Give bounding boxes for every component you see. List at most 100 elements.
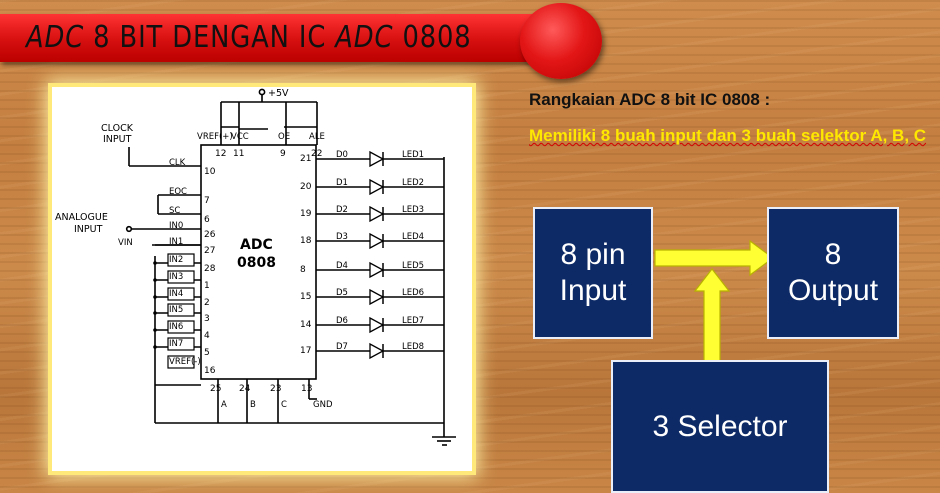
top-pin-label: VCC (231, 132, 249, 142)
right-pin-number: 14 (300, 320, 312, 330)
data-pin-label: D2 (336, 205, 348, 215)
input-pin-box (167, 355, 195, 369)
data-pin-label: D6 (336, 316, 348, 326)
left-pin-label: SC (169, 206, 180, 216)
top-pin-label: ALE (309, 132, 325, 142)
left-pin-number: 6 (204, 215, 210, 225)
led-diode-icon (369, 232, 385, 250)
left-pin-number: 27 (204, 246, 215, 256)
top-pin-label: VREF(+) (197, 132, 233, 142)
junction-dot (153, 295, 157, 299)
input-pin-box (167, 253, 195, 267)
led-diode-icon (369, 316, 385, 334)
selector-block: 3 Selector (611, 360, 829, 493)
led-diode-icon (369, 178, 385, 196)
led-diode-icon (369, 261, 385, 279)
led-label: LED7 (402, 316, 424, 326)
right-pin-number: 21 (300, 154, 311, 164)
left-pin-label: IN4 (169, 289, 183, 299)
arrow-selector-up (693, 268, 731, 363)
analogue-label: ANALOGUE (55, 212, 108, 223)
top-pin-number: 9 (280, 149, 286, 159)
junction-dot (153, 278, 157, 282)
title-circle-decoration (520, 3, 602, 79)
bottom-pin-number: 25 (210, 384, 221, 394)
right-pin-number: 8 (300, 265, 306, 275)
clock-input-label: INPUT (103, 134, 132, 145)
led-diode-icon (369, 288, 385, 306)
left-pin-number: 3 (204, 314, 210, 324)
title-adc-1: ADC (26, 20, 85, 55)
bottom-pin-number: 24 (239, 384, 251, 394)
input-block-line1: 8 pin (560, 238, 626, 271)
title-adc-2: ADC (335, 20, 394, 55)
left-pin-label: IN7 (169, 339, 183, 349)
bottom-pin-label: C (281, 400, 287, 410)
supply-label: +5V (268, 88, 289, 99)
left-pin-label: IN5 (169, 305, 183, 315)
led-label: LED3 (402, 205, 424, 215)
left-pin-label: CLK (169, 158, 186, 168)
led-diode-icon (369, 205, 385, 223)
bottom-pin-label: GND (313, 400, 333, 410)
left-pin-number: 10 (204, 167, 216, 177)
top-pin-label: OE (278, 132, 290, 142)
page-title: ADC 8 BIT DENGAN IC ADC 0808 (26, 14, 472, 62)
top-pin-number: 22 (311, 149, 322, 159)
data-pin-label: D1 (336, 178, 348, 188)
led-label: LED4 (402, 232, 424, 242)
bottom-pin-label: A (221, 400, 227, 410)
title-middle: 8 BIT DENGAN IC (84, 20, 336, 55)
output-block-line1: 8 (824, 238, 842, 271)
led-diode-icon (369, 150, 385, 168)
input-pin-box (167, 320, 195, 334)
led-label: LED6 (402, 288, 424, 298)
left-pin-label: IN6 (169, 322, 183, 332)
left-pin-number: 28 (204, 264, 216, 274)
left-pin-label: VREF(-) (169, 357, 201, 367)
junction-dot (153, 261, 157, 265)
bottom-pin-number: 23 (270, 384, 281, 394)
data-pin-label: D5 (336, 288, 348, 298)
title-chip-number: 0808 (393, 20, 472, 55)
junction-dot (153, 311, 157, 315)
input-pin-box (167, 287, 195, 301)
left-pin-number: 4 (204, 331, 210, 341)
data-pin-label: D7 (336, 342, 348, 352)
description-heading: Rangkaian ADC 8 bit IC 0808 : (529, 90, 771, 109)
data-pin-label: D4 (336, 261, 348, 271)
left-pin-number: 1 (204, 281, 210, 291)
left-pin-number: 7 (204, 196, 210, 206)
description-subheading: Memiliki 8 buah input dan 3 buah selekto… (529, 126, 927, 145)
chip-body (200, 144, 317, 380)
led-label: LED8 (402, 342, 424, 352)
schematic-svg: 12VREF(+)11VCC9OE22ALECLK10EOC7SC6IN026I… (55, 88, 456, 446)
input-pin-box (167, 303, 195, 317)
clock-label: CLOCK (101, 123, 134, 134)
left-pin-label: EOC (169, 187, 187, 197)
data-pin-label: D3 (336, 232, 348, 242)
input-pin-box (167, 270, 195, 284)
left-pin-label: IN3 (169, 272, 183, 282)
junction-dot (153, 328, 157, 332)
left-pin-number: 16 (204, 366, 216, 376)
title-banner: ADC 8 BIT DENGAN IC ADC 0808 (0, 14, 560, 62)
chip-number: 0808 (237, 255, 276, 271)
left-pin-number: 26 (204, 230, 216, 240)
analogue-input-label: INPUT (74, 224, 103, 235)
data-pin-label: D0 (336, 150, 348, 160)
right-pin-number: 19 (300, 209, 312, 219)
supply-terminal (258, 88, 266, 96)
output-block-line2: Output (787, 274, 879, 307)
bottom-pin-number: 13 (301, 384, 312, 394)
right-pin-number: 18 (300, 236, 312, 246)
bottom-pin-label: B (250, 400, 256, 410)
input-pin-box (167, 337, 195, 351)
led-diode-icon (369, 342, 385, 360)
left-pin-label: IN1 (169, 237, 183, 247)
led-label: LED1 (402, 150, 424, 160)
left-pin-number: 2 (204, 298, 210, 308)
left-pin-label: IN2 (169, 255, 183, 265)
